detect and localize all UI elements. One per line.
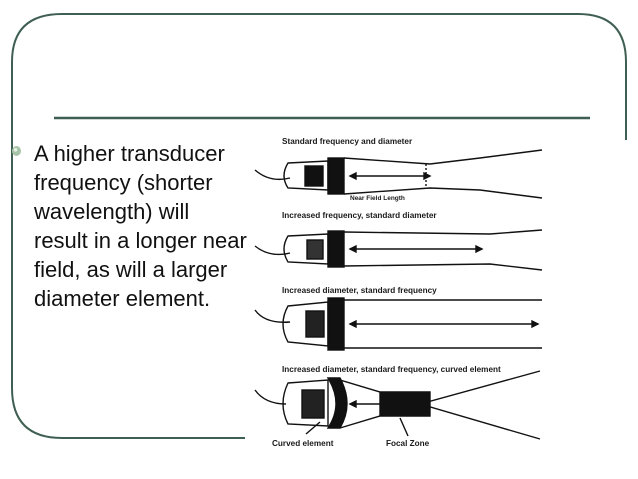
cable (254, 245, 291, 256)
crystal-element (304, 165, 324, 187)
crystal-element (301, 389, 325, 419)
panel-curved-element (254, 370, 541, 440)
caption-standard: Standard frequency and diameter (282, 137, 413, 146)
beam-upper-edge (339, 370, 541, 405)
panel-increased-diameter (254, 297, 542, 351)
focal-zone (379, 391, 431, 417)
arrowhead-left (348, 399, 357, 409)
bullet-icon (12, 146, 21, 156)
beam-lower-edge (343, 263, 543, 271)
cable (254, 389, 287, 405)
arrowhead-right (423, 171, 432, 181)
piezo-element (327, 157, 345, 195)
cable (254, 309, 291, 323)
beam-lower-edge (339, 403, 541, 440)
piezo-element (327, 297, 345, 351)
slide-border (11, 13, 627, 439)
piezo-element (327, 230, 345, 268)
near-field-diagram: Standard frequency and diameter Near Fie… (254, 137, 543, 448)
crystal-element (305, 310, 325, 338)
focal-zone-label: Focal Zone (386, 439, 430, 448)
curved-element-pointer (305, 421, 321, 435)
cable (254, 169, 291, 181)
near-field-length-label: Near Field Length (350, 195, 405, 202)
curved-element-label: Curved element (272, 439, 334, 448)
crystal-element (306, 239, 324, 260)
caption-increased-diameter: Increased diameter, standard frequency (282, 286, 437, 295)
curved-element (326, 377, 348, 429)
panel-increased-frequency (254, 229, 543, 271)
focal-zone-pointer (399, 417, 409, 437)
transducer-housing (282, 379, 329, 427)
transducer-housing (283, 233, 329, 265)
beam-lower-edge (343, 187, 543, 199)
caption-increased-frequency: Increased frequency, standard diameter (282, 211, 437, 220)
bullet-text: A higher transducer frequency (shorter w… (34, 141, 247, 311)
arrowhead-left (348, 244, 357, 254)
beam-upper-edge (343, 149, 543, 165)
panel-standard (254, 149, 543, 199)
beam-upper-edge (343, 229, 543, 235)
transducer-housing (283, 160, 329, 191)
arrowhead-right (531, 319, 540, 329)
caption-curved-element: Increased diameter, standard frequency, … (282, 365, 501, 374)
arrowhead-right (475, 244, 484, 254)
arrowhead-left (348, 319, 357, 329)
arrowhead-left (348, 171, 357, 181)
transducer-housing (282, 301, 329, 347)
